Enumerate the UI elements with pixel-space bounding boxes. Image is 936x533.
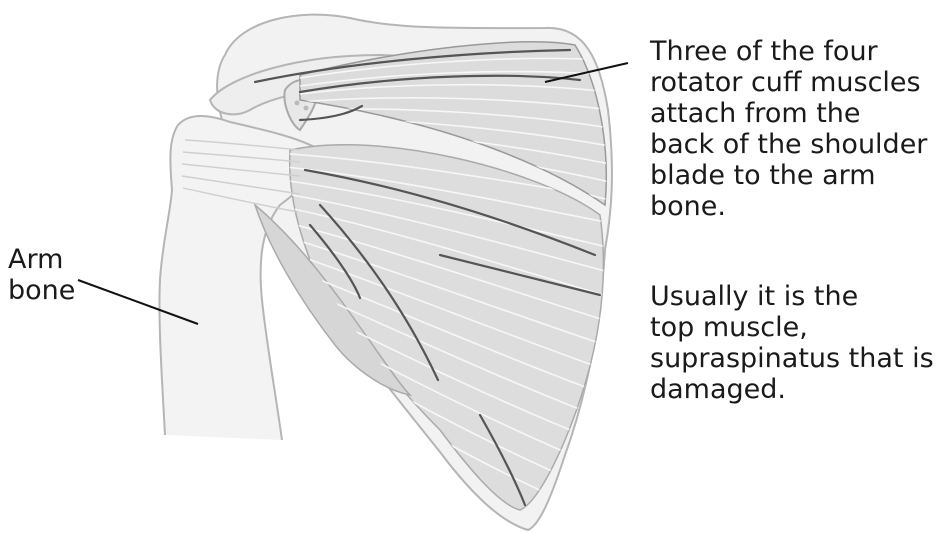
arm-bone-label: Arm bone bbox=[8, 244, 75, 306]
rotator-cuff-description: Three of the four rotator cuff muscles a… bbox=[650, 36, 927, 222]
supraspinatus-note: Usually it is the top muscle, supraspina… bbox=[650, 281, 934, 405]
